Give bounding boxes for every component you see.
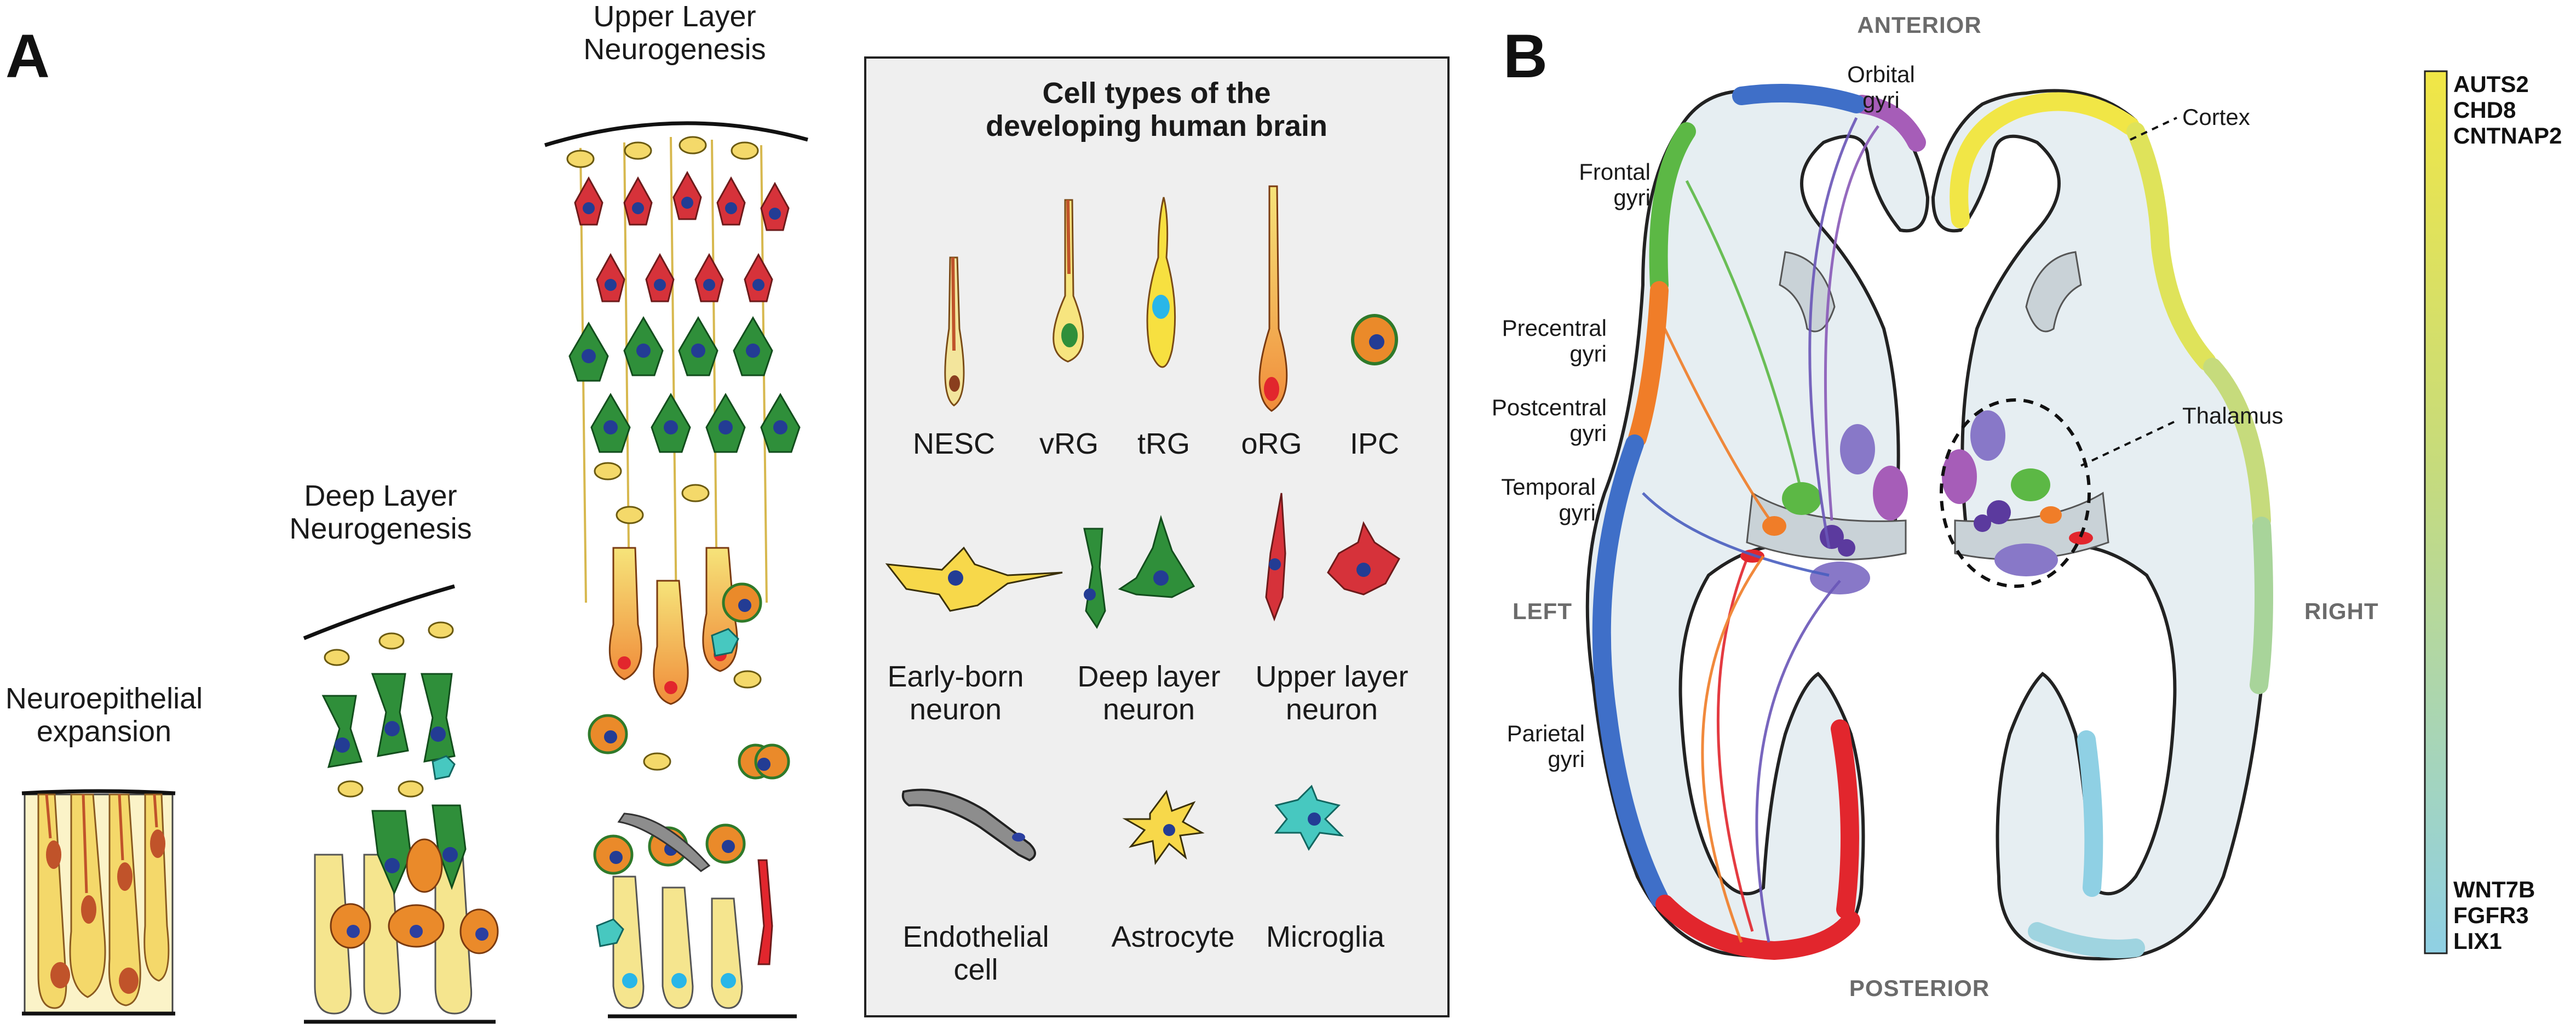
direction-right: RIGHT xyxy=(2304,598,2379,624)
thalamus-outline xyxy=(1940,398,2091,588)
gene-label: CHD8 xyxy=(2453,97,2516,123)
neuroepithelial-expansion-label: Neuroepithelial expansion xyxy=(5,682,203,748)
microglia-icon xyxy=(1274,785,1344,851)
stage-label-line: Neurogenesis xyxy=(289,512,472,546)
legend-label-org: oRG xyxy=(1241,427,1302,460)
direction-left: LEFT xyxy=(1513,598,1572,624)
upper-layer-neurogenesis-label: Upper Layer Neurogenesis xyxy=(583,0,766,66)
direction-anterior: ANTERIOR xyxy=(1857,12,1982,38)
legend-title-line: Cell types of the xyxy=(1042,77,1271,110)
endothelial-cell-icon xyxy=(901,788,1036,862)
cell-types-legend-box xyxy=(864,56,1450,1017)
legend-label-deep-layer-neuron: Deep layer neuron xyxy=(1077,660,1220,726)
stage-label-line: Upper Layer xyxy=(593,0,756,33)
region-label-temporal: Temporal gyri xyxy=(1501,474,1596,525)
region-label-line: gyri xyxy=(1569,420,1607,447)
gene-label: WNT7B xyxy=(2453,877,2535,902)
legend-label-line: neuron xyxy=(1102,693,1195,726)
legend-label-line: neuron xyxy=(1285,693,1378,726)
legend-label-early-born-neuron: Early-born neuron xyxy=(887,660,1024,726)
legend-label-vrg: vRG xyxy=(1039,427,1099,460)
gene-label: LIX1 xyxy=(2453,928,2502,954)
upper-layer-neuron-icon xyxy=(1265,493,1400,622)
legend-label-microglia: Microglia xyxy=(1266,920,1385,953)
region-label-line: Temporal xyxy=(1501,474,1596,500)
direction-posterior: POSTERIOR xyxy=(1849,975,1990,1001)
deep-layer-tissue xyxy=(303,584,499,1024)
region-label-precentral: Precentral gyri xyxy=(1502,315,1607,367)
stage-label-line: Neuroepithelial xyxy=(5,682,203,715)
stage-label-line: expansion xyxy=(36,715,172,748)
region-label-line: gyri xyxy=(1559,500,1596,526)
gene-label: CNTNAP2 xyxy=(2453,123,2562,149)
legend-title-line: developing human brain xyxy=(985,110,1328,143)
gradient-top-genes: AUTS2 CHD8 CNTNAP2 xyxy=(2453,71,2562,148)
stage-label-line: Deep Layer xyxy=(304,479,457,512)
deep-layer-neuron-icon xyxy=(1083,514,1195,629)
stage-label-line: Neurogenesis xyxy=(583,33,766,66)
legend-label-line: neuron xyxy=(909,693,1002,726)
region-label-line: Orbital xyxy=(1847,61,1915,87)
legend-label-line: cell xyxy=(953,953,998,987)
region-label-line: gyri xyxy=(1613,185,1651,211)
legend-title: Cell types of the developing human brain xyxy=(986,77,1327,143)
brain-section xyxy=(1585,70,2448,960)
panel-a-letter: A xyxy=(5,22,50,90)
legend-label-astrocyte: Astrocyte xyxy=(1111,920,1235,953)
region-label-line: Postcentral xyxy=(1491,394,1607,420)
region-label-line: gyri xyxy=(1862,87,1900,113)
legend-label-line: Deep layer xyxy=(1077,660,1221,693)
legend-label-trg: tRG xyxy=(1137,427,1191,460)
right-thalamus-nuclei xyxy=(1942,410,2093,576)
region-label-cortex: Cortex xyxy=(2182,104,2250,130)
region-label-frontal: Frontal gyri xyxy=(1579,159,1651,210)
trg-cell-icon xyxy=(1146,197,1176,368)
legend-label-ipc: IPC xyxy=(1349,427,1400,460)
region-label-postcentral: Postcentral gyri xyxy=(1492,394,1607,446)
vrg-cell-icon xyxy=(1053,199,1084,363)
org-cell-icon xyxy=(1258,185,1288,412)
legend-label-line: Early-born xyxy=(887,660,1024,693)
legend-label-endothelial-cell: Endothelial cell xyxy=(902,920,1049,987)
panel-b-letter: B xyxy=(1503,22,1548,90)
legend-label-upper-layer-neuron: Upper layer neuron xyxy=(1255,660,1408,726)
region-label-line: Precentral xyxy=(1502,315,1607,341)
legend-label-line: Endothelial xyxy=(902,920,1049,953)
gene-gradient-bar xyxy=(2424,70,2448,954)
upper-layer-tissue xyxy=(544,121,808,1018)
astrocyte-icon xyxy=(1122,789,1205,865)
region-label-thalamus: Thalamus xyxy=(2182,403,2284,428)
legend-label-nesc: NESC xyxy=(912,427,996,460)
gradient-bottom-genes: WNT7B FGFR3 LIX1 xyxy=(2453,877,2535,954)
neuroepithelial-tissue xyxy=(21,789,176,1016)
region-label-line: Frontal xyxy=(1579,159,1651,185)
region-label-line: gyri xyxy=(1569,341,1607,367)
ipc-cell-icon xyxy=(1351,314,1398,365)
legend-label-line: Upper layer xyxy=(1255,660,1408,693)
early-born-neuron-icon xyxy=(885,546,1063,612)
region-label-line: Parietal xyxy=(1507,720,1585,746)
region-label-line: gyri xyxy=(1548,746,1585,772)
deep-layer-neurogenesis-label: Deep Layer Neurogenesis xyxy=(289,479,472,546)
region-label-orbital: Orbital gyri xyxy=(1847,61,1915,113)
gene-label: AUTS2 xyxy=(2453,71,2529,97)
region-label-parietal: Parietal gyri xyxy=(1507,720,1585,772)
gene-label: FGFR3 xyxy=(2453,902,2529,929)
